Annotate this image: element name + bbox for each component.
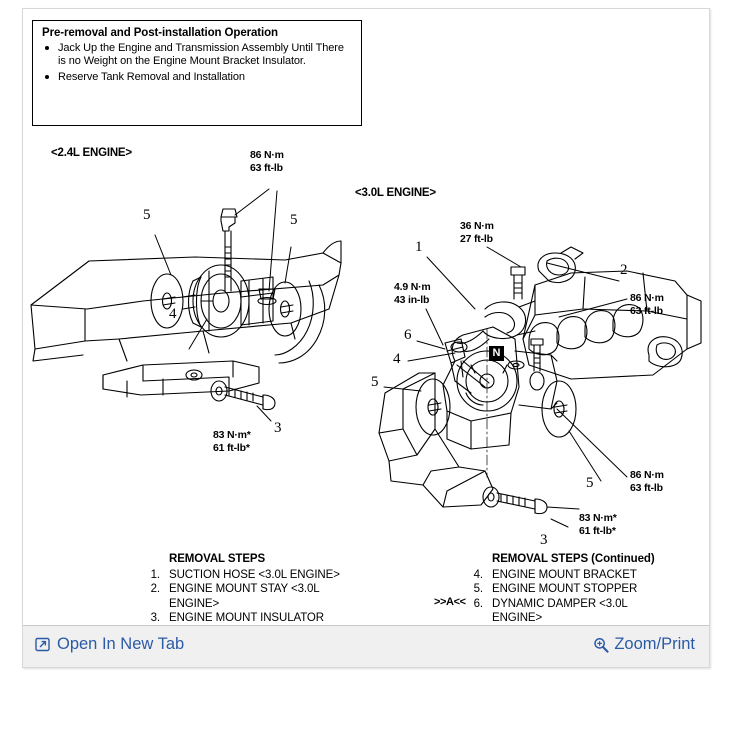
removal-steps-heading: REMOVAL STEPS	[169, 553, 266, 565]
step-number: 5.	[473, 583, 484, 596]
callout-4-2-4l: 4	[169, 306, 177, 322]
step-number: 3.	[150, 612, 161, 625]
viewer-toolbar: Open In New Tab Zoom/Print	[23, 625, 709, 667]
magnifier-plus-icon	[593, 637, 609, 653]
step-number: 1.	[150, 568, 161, 581]
torque-label-83nm-2-4l: 83 N·m*61 ft-lb*	[213, 429, 251, 454]
n-marker-badge: N	[489, 346, 504, 361]
callout-1-3-0l: 1	[415, 239, 423, 255]
removal-step-row: 1. SUCTION HOSE <3.0L ENGINE>	[138, 568, 388, 583]
callout-5-left-2-4l: 5	[143, 207, 151, 223]
step-text: ENGINE MOUNT BRACKET	[492, 568, 637, 581]
callout-6-3-0l: 6	[404, 327, 412, 343]
bullet-icon	[45, 46, 49, 50]
note-list-item: Jack Up the Engine and Transmission Asse…	[41, 42, 353, 68]
step-number: 6.	[473, 597, 484, 610]
document-viewer: Pre-removal and Post-installation Operat…	[22, 8, 710, 668]
note-title: Pre-removal and Post-installation Operat…	[42, 27, 278, 39]
callout-4-3-0l: 4	[393, 351, 401, 367]
bullet-icon	[45, 75, 49, 80]
open-in-new-tab-button[interactable]: Open In New Tab	[35, 635, 184, 654]
callout-5-right-3-0l: 5	[586, 475, 594, 491]
zoom-print-label: Zoom/Print	[614, 635, 695, 653]
note-item-text: Jack Up the Engine and Transmission Asse…	[58, 42, 344, 68]
removal-steps-continued-heading: REMOVAL STEPS (Continued)	[492, 553, 655, 565]
removal-step-row: 2. ENGINE MOUNT STAY <3.0L ENGINE>	[138, 582, 388, 611]
step-text: ENGINE MOUNT STOPPER	[492, 583, 638, 596]
a-reference-marker: >>A<<	[434, 596, 466, 608]
note-item-text: Reserve Tank Removal and Installation	[58, 71, 245, 84]
removal-step-row: 6. DYNAMIC DAMPER <3.0L ENGINE>	[461, 597, 709, 626]
callout-5-left-3-0l: 5	[371, 374, 379, 390]
callout-3-3-0l: 3	[540, 532, 548, 548]
step-text: DYNAMIC DAMPER <3.0L ENGINE>	[492, 597, 628, 625]
heading-2-4l-engine: <2.4L ENGINE>	[51, 147, 132, 159]
note-list: Jack Up the Engine and Transmission Asse…	[41, 42, 353, 85]
heading-3-0l-engine: <3.0L ENGINE>	[355, 187, 436, 199]
removal-steps-left: REMOVAL STEPS 1. SUCTION HOSE <3.0L ENGI…	[138, 552, 388, 626]
removal-steps-right: REMOVAL STEPS (Continued) 4. ENGINE MOUN…	[461, 552, 709, 626]
callout-3-2-4l: 3	[274, 420, 282, 436]
step-text: ENGINE MOUNT STAY <3.0L ENGINE>	[169, 583, 320, 610]
torque-label-83nm-3-0l: 83 N·m*61 ft-lb*	[579, 512, 617, 537]
removal-step-row: 3. ENGINE MOUNT INSULATOR MOUNTING BOLT	[138, 611, 388, 626]
open-in-new-tab-label: Open In New Tab	[57, 635, 185, 653]
removal-steps: REMOVAL STEPS 1. SUCTION HOSE <3.0L ENGI…	[23, 552, 709, 626]
zoom-print-button[interactable]: Zoom/Print	[593, 635, 695, 654]
step-text: ENGINE MOUNT INSULATOR MOUNTING BOLT	[169, 612, 324, 625]
step-number: 2.	[150, 583, 161, 596]
open-in-new-tab-icon	[35, 637, 50, 652]
service-manual-page: Pre-removal and Post-installation Operat…	[23, 9, 709, 626]
step-text: SUCTION HOSE <3.0L ENGINE>	[169, 568, 340, 581]
callout-2-3-0l: 2	[620, 262, 628, 278]
callout-5-right-2-4l: 5	[290, 212, 298, 228]
diagram-linework	[30, 188, 702, 528]
removal-step-row: 4. ENGINE MOUNT BRACKET	[461, 568, 709, 583]
pre-removal-note-box: Pre-removal and Post-installation Operat…	[32, 20, 362, 126]
removal-step-row: 5. ENGINE MOUNT STOPPER	[461, 582, 709, 597]
step-number: 4.	[473, 568, 484, 581]
note-list-item: Reserve Tank Removal and Installation	[41, 71, 353, 84]
